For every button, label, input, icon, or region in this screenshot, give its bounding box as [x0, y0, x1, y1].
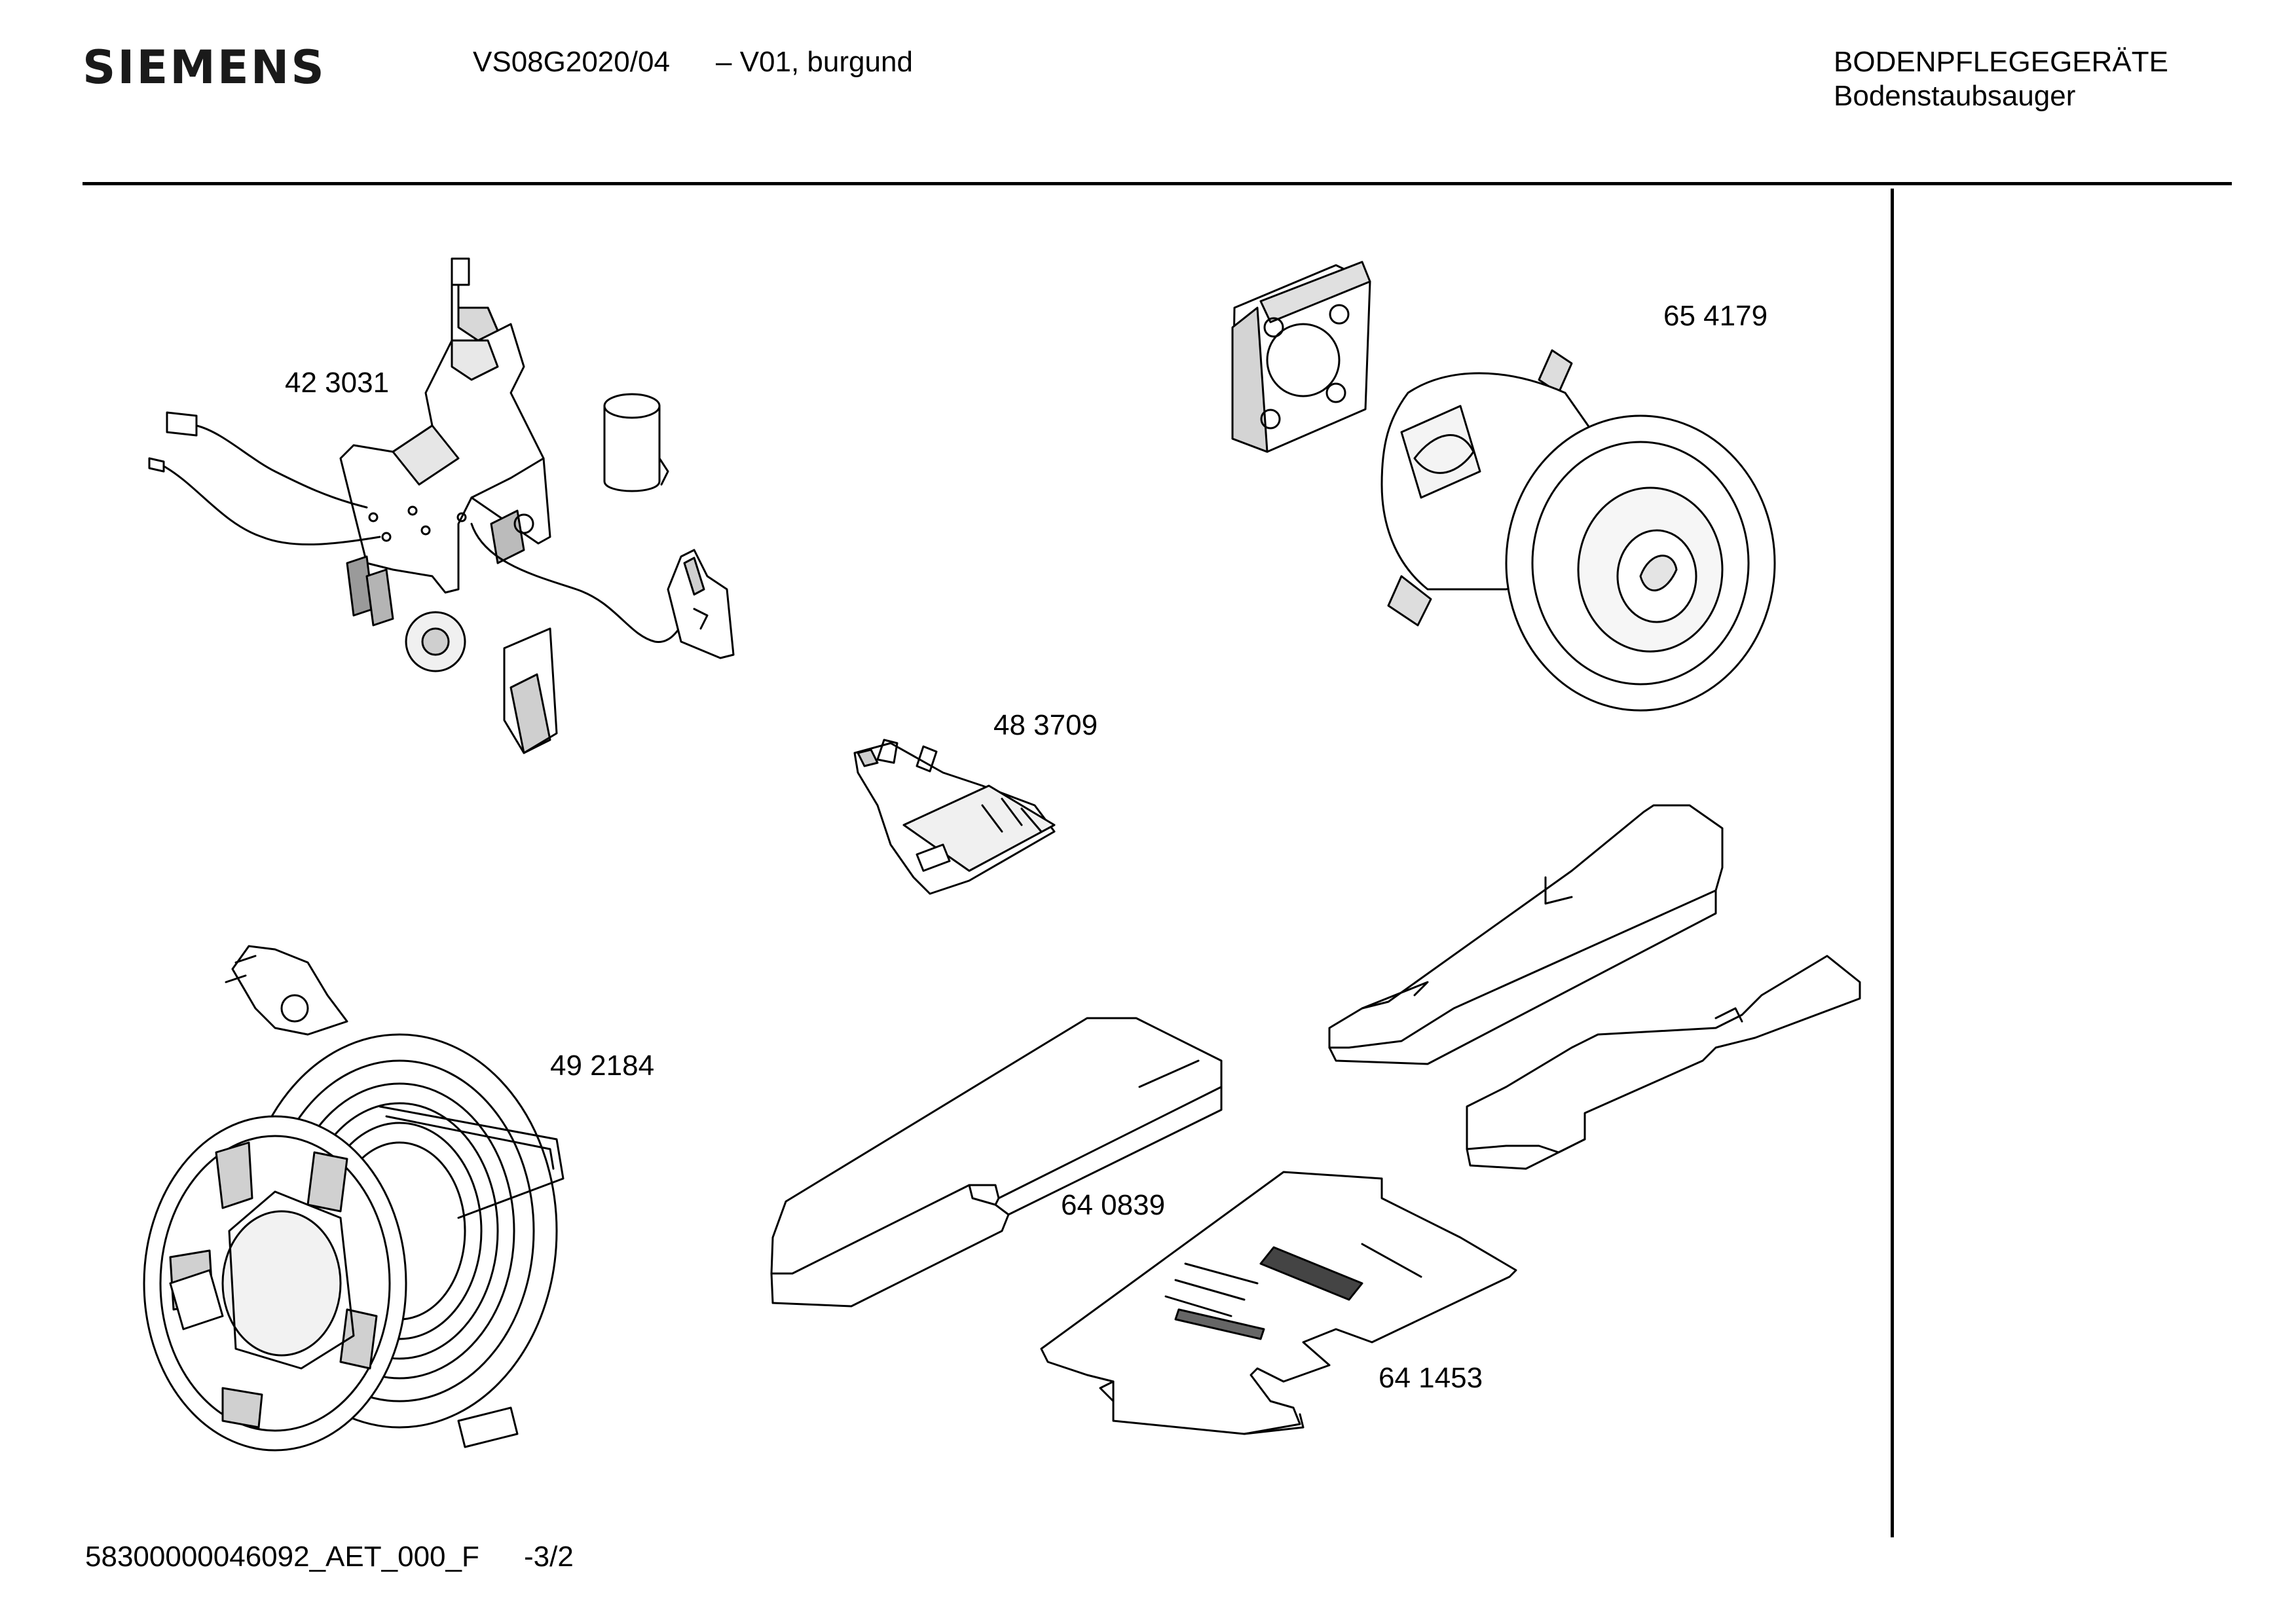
model-variant: – V01, burgund: [716, 46, 913, 78]
part-label-654179: 65 4179: [1663, 300, 1768, 332]
part-label-423031: 42 3031: [285, 367, 390, 399]
part-label-641453: 64 1453: [1379, 1362, 1483, 1394]
subcategory-title: Bodenstaubsauger: [1834, 80, 2076, 112]
category-title: BODENPFLEGEGERÄTE: [1834, 46, 2169, 78]
side-divider: [1891, 189, 1894, 1537]
filter-plate-illustration: [771, 1018, 1221, 1306]
motor-illustration: [1232, 262, 1775, 710]
part-label-492184: 49 2184: [550, 1050, 655, 1082]
shaped-filter-illustration: [1041, 1172, 1516, 1434]
model-number: VS08G2020/04: [473, 46, 670, 78]
page-number: -3/2: [524, 1541, 574, 1573]
small-plates-illustration: [1329, 805, 1860, 1169]
part-label-640839: 64 0839: [1061, 1189, 1166, 1221]
connector-illustration: [855, 740, 1054, 894]
part-label-483709: 48 3709: [993, 709, 1098, 741]
electronics-bracket-illustration: [149, 259, 733, 753]
cable-reel-illustration: [144, 946, 563, 1450]
brand-logo: SIEMENS: [83, 41, 326, 94]
document-code: 58300000046092_AET_000_F: [85, 1541, 479, 1573]
header-divider: [83, 182, 2232, 185]
